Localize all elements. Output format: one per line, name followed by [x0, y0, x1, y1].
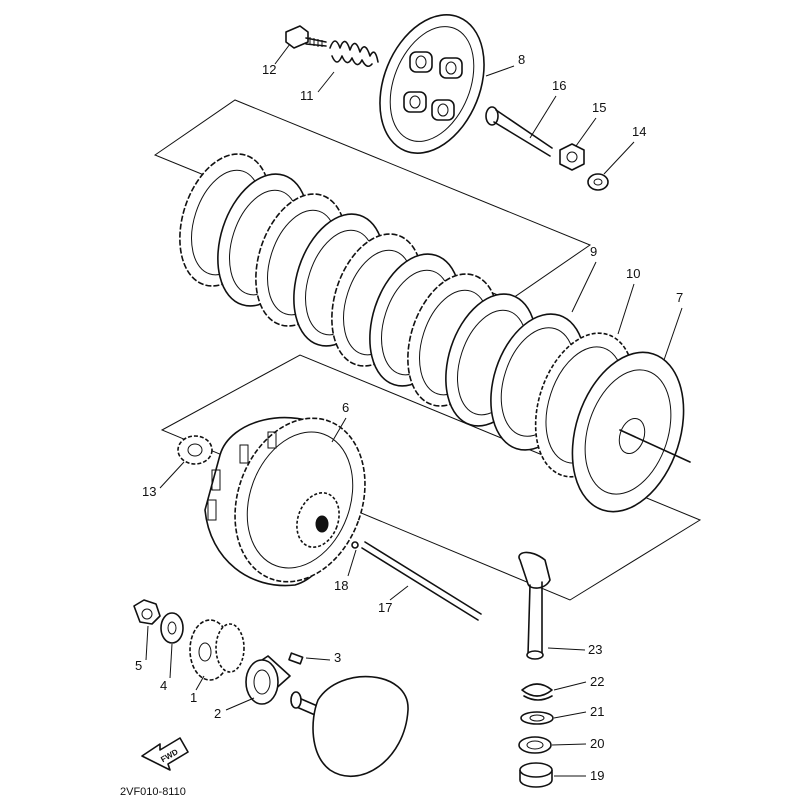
part-21-washer: [520, 711, 554, 725]
leader-line-7: [663, 307, 683, 361]
leader-line-22: [553, 681, 587, 691]
part-12-bolt: [285, 25, 327, 49]
boss-group-bracket: [160, 354, 702, 601]
part-22-spring: [521, 683, 553, 701]
fwd-arrow-icon: FWD: [141, 737, 189, 771]
callout-14: 14: [632, 124, 646, 139]
callout-leaders: [145, 43, 683, 777]
part-8-pressure-plate: [379, 14, 485, 154]
leader-line-17: [389, 585, 409, 601]
part-18-ball: [351, 541, 359, 549]
part-23-push-lever-shaft: [518, 551, 551, 660]
part-13-lock-washer: [177, 435, 213, 465]
callout-9: 9: [590, 244, 597, 259]
leader-line-14: [603, 141, 635, 175]
part-1-gear: [189, 619, 245, 681]
leader-line-11: [317, 71, 335, 93]
callout-5: 5: [135, 658, 142, 673]
leader-line-8: [485, 65, 515, 77]
drawing-code: 2VF010-8110: [120, 786, 186, 798]
part-7-clutch-boss: [571, 351, 691, 513]
leader-line-16: [529, 95, 557, 139]
part-16-push-rod: [485, 106, 553, 157]
leader-line-3: [305, 657, 331, 661]
callout-10: 10: [626, 266, 640, 281]
leader-line-18: [347, 549, 357, 577]
part-3-key: [288, 652, 304, 665]
callout-19: 19: [590, 768, 604, 783]
callout-23: 23: [588, 642, 602, 657]
callout-16: 16: [552, 78, 566, 93]
leader-line-23: [547, 647, 586, 651]
part-17-push-rod: [361, 541, 482, 621]
leader-line-5: [145, 625, 149, 661]
leader-line-21: [553, 711, 587, 719]
part-20-oil-seal: [518, 736, 552, 754]
part-15-nut: [559, 143, 585, 171]
callout-15: 15: [592, 100, 606, 115]
leader-line-10: [617, 283, 635, 335]
callout-18: 18: [334, 578, 348, 593]
callout-22: 22: [590, 674, 604, 689]
clutch-plates-stack: [179, 153, 537, 427]
callout-20: 20: [590, 736, 604, 751]
crankshaft-flywheel: [290, 675, 409, 777]
callout-7: 7: [676, 290, 683, 305]
leader-line-15: [575, 117, 597, 147]
leader-line-4: [169, 643, 173, 679]
leader-line-2: [225, 697, 255, 711]
leader-line-6: [331, 417, 347, 443]
leader-line-13: [159, 461, 185, 489]
callout-6: 6: [342, 400, 349, 415]
callout-11: 11: [300, 88, 314, 103]
part-5-nut: [133, 599, 161, 625]
part-19-bearing: [519, 762, 553, 788]
callout-13: 13: [142, 484, 156, 499]
part-2-collar: [245, 655, 291, 705]
part-14-washer: [587, 173, 609, 191]
part-11-spring: [329, 40, 379, 68]
callout-1: 1: [190, 690, 197, 705]
callout-8: 8: [518, 52, 525, 67]
leader-line-9: [571, 261, 597, 313]
callout-21: 21: [590, 704, 604, 719]
leader-line-12: [274, 43, 291, 65]
callout-4: 4: [160, 678, 167, 693]
part-4-washer: [160, 612, 184, 644]
callout-12: 12: [262, 62, 276, 77]
leader-line-20: [551, 743, 587, 746]
callout-17: 17: [378, 600, 392, 615]
part-6-clutch-housing: [204, 416, 366, 587]
leader-line-1: [195, 675, 205, 691]
callout-3: 3: [334, 650, 341, 665]
callout-2: 2: [214, 706, 221, 721]
